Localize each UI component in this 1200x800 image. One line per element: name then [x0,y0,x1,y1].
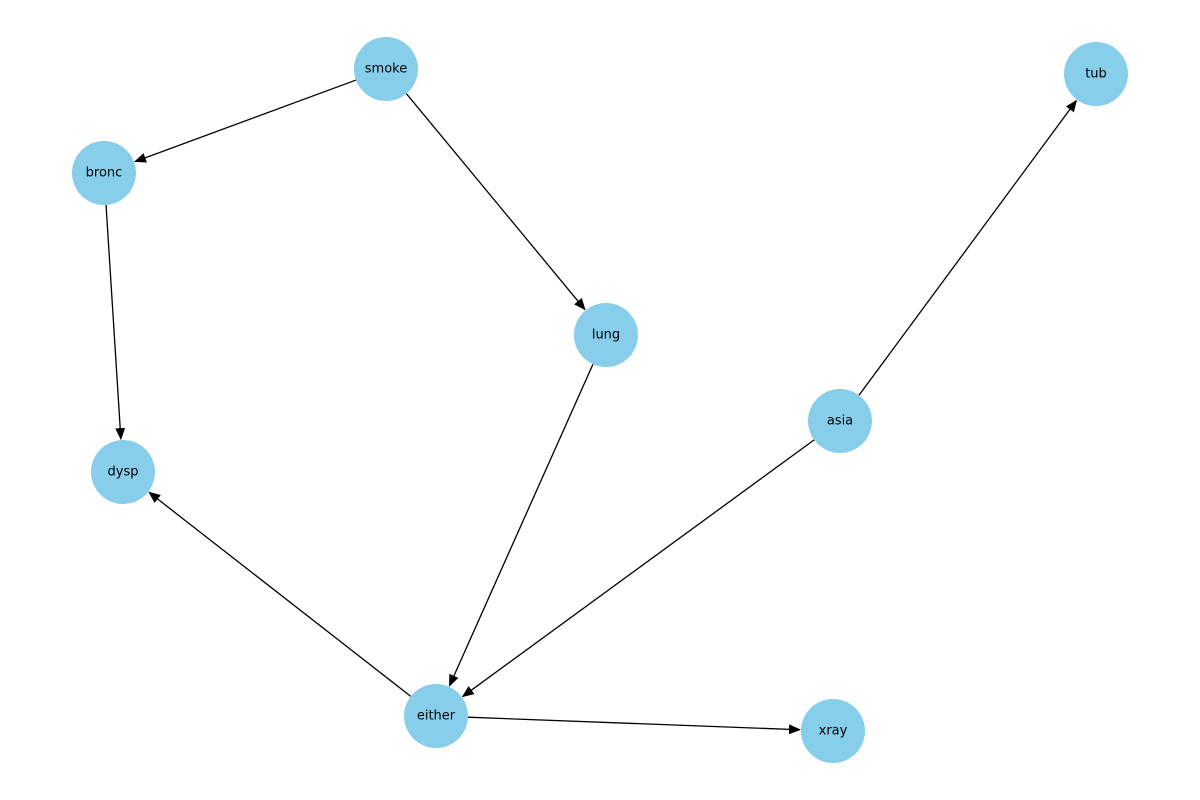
node-label-tub: tub [1085,67,1107,82]
node-label-lung: lung [592,328,620,343]
node-circle-xray [801,699,865,763]
node-smoke: smoke [354,37,418,101]
edge-either-to-dysp [148,491,412,697]
node-label-dysp: dysp [108,465,139,480]
node-circle-dysp [91,440,155,504]
node-label-xray: xray [819,724,848,739]
node-circle-smoke [354,37,418,101]
node-label-either: either [417,709,456,724]
node-circle-asia [808,389,872,453]
node-dysp: dysp [91,440,155,504]
node-circle-lung [574,303,638,367]
node-tub: tub [1064,42,1128,106]
node-circle-either [404,684,468,748]
edge-either-to-xray [467,716,802,735]
node-xray: xray [801,699,865,763]
node-lung: lung [574,303,638,367]
node-either: either [404,684,468,748]
edge-smoke-to-lung [405,93,586,311]
node-bronc: bronc [72,141,136,205]
node-label-bronc: bronc [86,166,123,181]
edges-layer [105,79,1078,735]
nodes-layer: smoke tub bronc lung asia dysp either xray [72,37,1128,763]
node-label-smoke: smoke [365,62,407,77]
edge-asia-to-either [461,439,815,698]
edge-asia-to-tub [858,99,1078,396]
node-circle-bronc [72,141,136,205]
node-circle-tub [1064,42,1128,106]
edge-bronc-to-dysp [105,204,126,441]
edge-smoke-to-bronc [134,79,357,163]
node-asia: asia [808,389,872,453]
node-label-asia: asia [827,414,853,429]
edge-lung-to-either [448,363,594,687]
